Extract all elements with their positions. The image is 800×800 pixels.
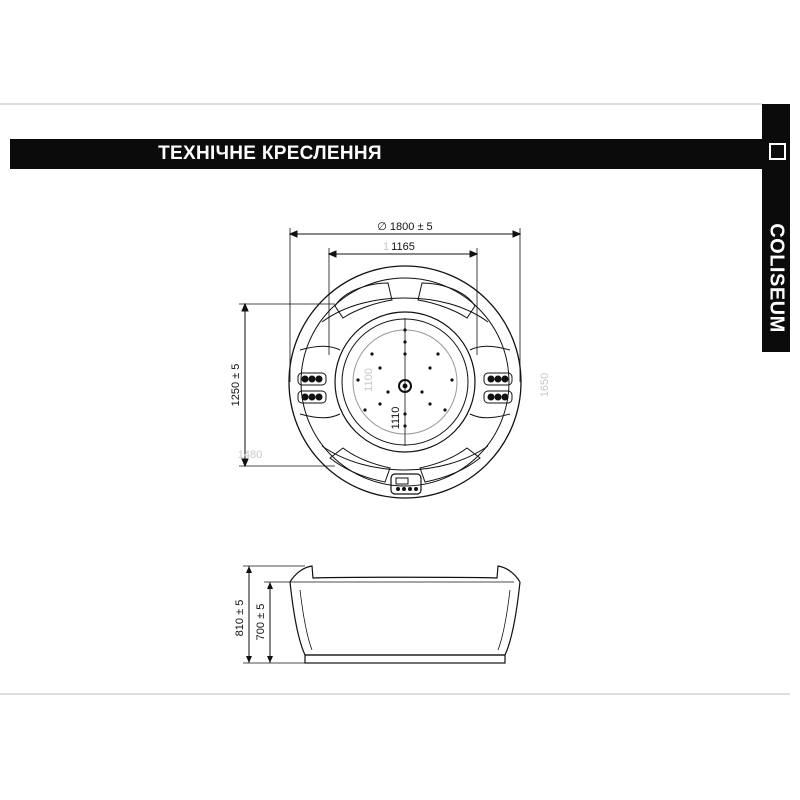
brand-square-marker: [769, 143, 786, 160]
label-top-small: 1: [383, 241, 389, 253]
control-button-3: [408, 487, 412, 491]
left-seat-line-bottom: [299, 413, 341, 419]
basin-outer-circle: [334, 311, 476, 453]
side-view: [243, 565, 521, 664]
label-diameter: ∅ 1800 ± 5: [377, 221, 432, 233]
control-button-2: [402, 487, 406, 491]
label-left-bottom: 1480: [238, 449, 262, 461]
left-jet-cluster: [297, 372, 327, 404]
dimension-lines: [239, 228, 522, 468]
label-inner-width: 1165: [391, 241, 415, 253]
headrest-bottom-left: [329, 447, 391, 483]
label-height: 1250 ± 5: [230, 364, 242, 407]
label-inner-diameter: 1100: [363, 368, 375, 392]
right-seat-line-bottom: [469, 413, 511, 419]
outer-rim-circle: [288, 265, 522, 499]
side-view-rim: [289, 565, 521, 583]
bottom-seat-edge: [321, 445, 489, 471]
control-panel-display: [395, 477, 409, 485]
headrest-top-right: [417, 282, 476, 319]
side-view-base: [304, 654, 506, 664]
control-button-1: [396, 487, 400, 491]
headrest-bottom-right: [419, 447, 481, 483]
label-total-height: 810 ± 5: [234, 600, 246, 637]
control-panel: [390, 473, 422, 495]
control-button-4: [414, 487, 418, 491]
header-bar: [10, 139, 762, 169]
side-view-shell: [289, 581, 521, 656]
label-rim-height: 700 ± 5: [255, 604, 267, 641]
label-depth: 1110: [390, 407, 402, 430]
label-right-side: 1650: [539, 373, 551, 397]
top-seat-edge: [321, 297, 489, 323]
right-jet-cluster: [483, 372, 513, 404]
headrest-top-left: [334, 282, 393, 319]
page-title: ТЕХНІЧНЕ КРЕСЛЕННЯ: [158, 143, 382, 164]
left-seat-line-top: [299, 345, 341, 351]
right-seat-line-top: [469, 345, 511, 351]
inner-rim-circle: [300, 277, 510, 487]
